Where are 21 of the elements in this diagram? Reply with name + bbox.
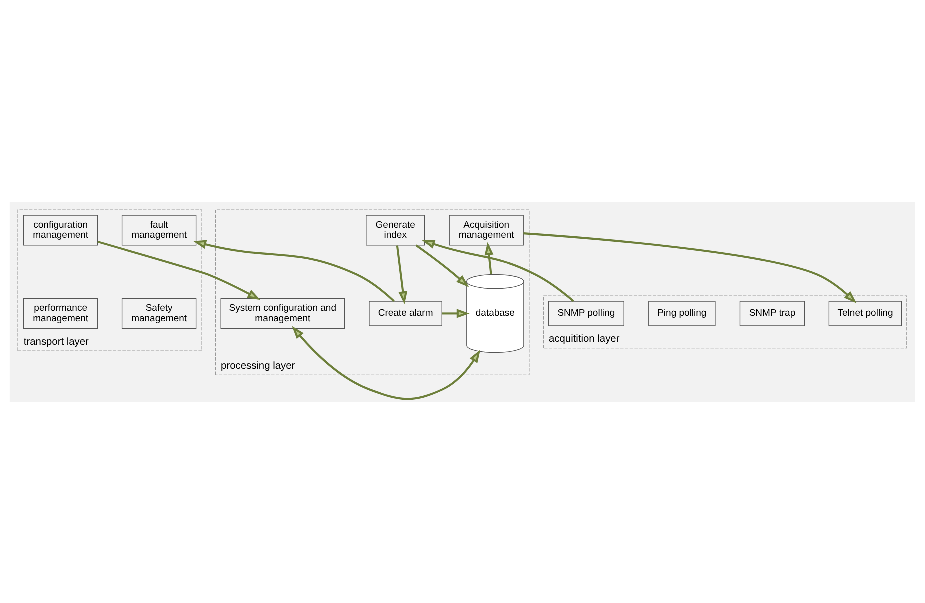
arrow [484,242,494,274]
node-box: SNMP trap [740,300,806,326]
arrow [98,240,261,300]
node-box: SNMP polling [548,300,624,326]
arrow [442,308,470,318]
arrow [292,326,481,400]
node-box: Acquisition management [449,214,524,246]
node-box: Create alarm [369,300,442,326]
arrow [422,240,574,302]
arrow [396,245,408,304]
node-box: Safety management [122,298,197,328]
node-box: Ping polling [648,300,716,326]
arrow [416,244,470,287]
node-box: configuration management [24,214,98,246]
node-box: performance management [24,298,98,328]
arrow [524,232,857,304]
node-box: System configuration and management [220,298,346,328]
node-box: fault management [122,214,197,246]
node-box: Generate index [366,214,426,246]
node-box: Telnet polling [828,300,902,326]
arrow [194,240,395,302]
